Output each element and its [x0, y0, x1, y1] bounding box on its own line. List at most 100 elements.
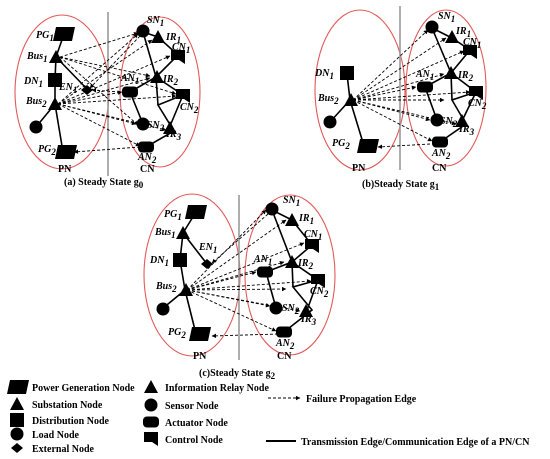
node-label-sn1: SN1 — [147, 15, 164, 28]
panel-caption: (a) Steady State g0 — [64, 177, 144, 190]
legend-load-icon — [10, 427, 24, 441]
legend-information-relay-icon — [144, 380, 158, 393]
node-label-pg2: PG2 — [168, 327, 186, 340]
node-label-sn1: SN1 — [283, 195, 300, 208]
control-node — [176, 89, 190, 103]
node-label-bus1: Bus1 — [26, 51, 48, 64]
node-label-sn2: SN2 — [282, 303, 300, 316]
node-label-dn1: DN1 — [314, 68, 334, 81]
legend-actuator-icon — [143, 416, 159, 428]
node-label-an2: AN2 — [431, 148, 451, 161]
failure-edges — [57, 32, 177, 154]
node-label-bus2: Bus2 — [317, 93, 339, 106]
legend-distribution-label: Distribution Node — [32, 416, 110, 427]
node-label-bus2: Bus2 — [25, 96, 47, 109]
legend-failure-edge-label: Failure Propagation Edge — [306, 394, 417, 405]
node-label-dn1: DN1 — [23, 76, 43, 89]
power-generation-node — [55, 145, 77, 159]
node-label-an2: AN2 — [275, 338, 295, 351]
node-label-cn1: CN1 — [463, 37, 481, 50]
node-label-an1: AN1 — [253, 254, 272, 267]
information-relay-node — [151, 30, 165, 43]
node-label-sn2: SN2 — [147, 120, 165, 133]
legend-sensor-label: Sensor Node — [165, 401, 219, 412]
legend-power-generation-icon — [7, 380, 29, 394]
legend-substation-icon — [10, 397, 24, 410]
node-label-cn2: CN2 — [310, 286, 329, 299]
distribution-node — [340, 66, 354, 80]
node-label-sn2: SN2 — [440, 116, 458, 129]
power-generation-node — [185, 205, 207, 219]
pn-label: PN — [352, 163, 366, 174]
load-node — [156, 302, 170, 316]
external-node — [201, 259, 213, 269]
actuator-node — [417, 81, 433, 93]
legend-control-icon — [144, 432, 158, 446]
node-label-en1: EN1 — [58, 82, 77, 95]
node-label-ir1: IR1 — [298, 213, 314, 226]
node-label-en1: EN1 — [198, 242, 217, 255]
cn-label: CN — [277, 351, 292, 362]
sensor-node — [269, 301, 283, 315]
power-generation-node — [189, 327, 211, 341]
cn-label: CN — [432, 163, 447, 174]
legend: Power Generation Node Substation Node Di… — [7, 380, 530, 455]
node-label-an2: AN2 — [137, 152, 157, 165]
information-relay-node — [285, 213, 299, 226]
node-label-cn1: CN1 — [172, 42, 190, 55]
node-label-ir2: IR2 — [162, 74, 179, 87]
legend-external-label: External Node — [32, 444, 95, 455]
node-label-an1: AN1 — [120, 73, 139, 86]
actuator-node — [257, 266, 273, 278]
node-label-bus2: Bus2 — [155, 281, 177, 294]
pn-ellipse — [14, 14, 110, 170]
legend-actuator-label: Actuator Node — [165, 418, 228, 429]
panel-a: PG1 Bus1 DN1 EN1 Bus2 PG2 SN1 IR1 CN1 AN… — [14, 12, 201, 190]
node-label-ir3: IR3 — [458, 124, 475, 137]
node-label-cn1: CN1 — [304, 229, 322, 242]
node-label-cn2: CN2 — [468, 98, 487, 111]
panel-caption: (b)Steady State g1 — [362, 179, 440, 192]
node-label-ir1: IR1 — [165, 32, 181, 45]
node-label-sn1: SN1 — [438, 11, 455, 24]
node-label-pg2: PG2 — [332, 138, 350, 151]
legend-control-label: Control Node — [165, 435, 223, 446]
panel-b: DN1 Bus2 PG2 SN1 IR1 CN1 AN1 IR2 CN2 SN2… — [314, 6, 487, 192]
actuator-node — [432, 136, 448, 148]
legend-substation-label: Substation Node — [32, 400, 103, 411]
actuator-node — [276, 326, 292, 338]
legend-external-icon — [11, 443, 23, 453]
control-node — [305, 239, 319, 253]
substation-node — [179, 283, 193, 296]
node-label-ir2: IR2 — [297, 258, 314, 271]
substation-node — [176, 226, 190, 239]
distribution-node — [173, 253, 187, 267]
legend-distribution-icon — [10, 413, 24, 427]
cn-label: CN — [140, 164, 155, 175]
legend-information-relay-label: Information Relay Node — [165, 383, 269, 394]
node-label-ir1: IR1 — [455, 26, 471, 39]
load-node — [323, 115, 337, 129]
node-label-ir3: IR3 — [165, 129, 182, 142]
sensor-node — [136, 24, 150, 38]
node-label-an1: AN1 — [415, 69, 434, 82]
load-node — [29, 120, 43, 134]
pn-label: PN — [193, 351, 207, 362]
legend-power-generation-label: Power Generation Node — [32, 383, 135, 394]
cn-ellipse — [405, 9, 487, 167]
legend-load-label: Load Node — [32, 430, 80, 441]
legend-sensor-icon — [144, 398, 158, 412]
power-generation-node — [357, 139, 379, 153]
pn-ellipse — [314, 9, 406, 171]
sensor-node — [425, 20, 439, 34]
failure-edges — [352, 29, 471, 150]
sensor-node — [265, 202, 279, 216]
pn-label: PN — [58, 164, 72, 175]
node-label-bus1: Bus1 — [154, 227, 176, 240]
node-label-cn2: CN2 — [180, 102, 199, 115]
actuator-node — [122, 86, 138, 98]
panel-c: PG1 Bus1 DN1 EN1 Bus2 PG2 SN1 IR1 CN1 AN… — [143, 193, 336, 381]
node-label-pg1: PG1 — [164, 209, 182, 222]
node-label-pg1: PG1 — [36, 30, 54, 43]
